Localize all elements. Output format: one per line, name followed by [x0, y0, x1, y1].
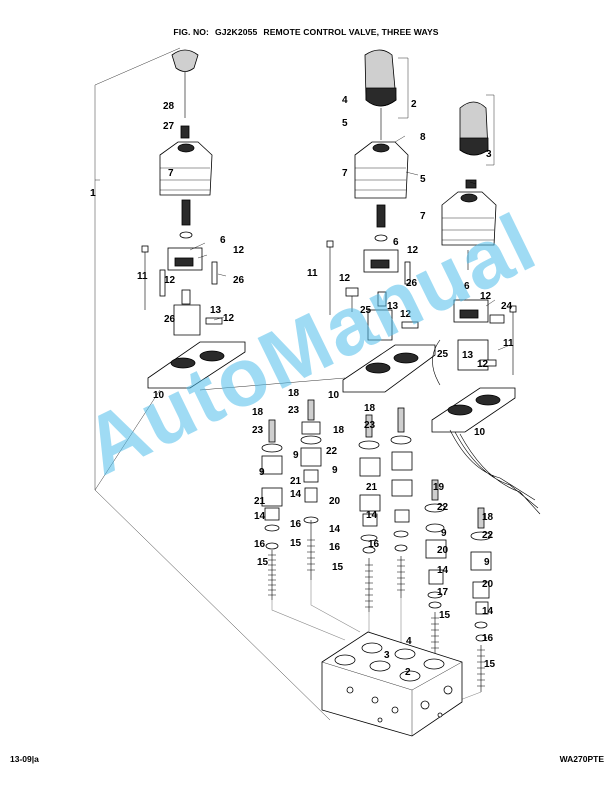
callout-11: 11 [503, 338, 514, 349]
callout-9: 9 [259, 467, 265, 478]
callout-2: 2 [405, 667, 411, 678]
figure-header: FIG. NO: GJ2K2055 REMOTE CONTROL VALVE, TH… [0, 27, 612, 37]
callout-labels: 1 28 27 7 6 12 11 12 26 26 13 12 10 4 2 … [90, 95, 514, 678]
fig-label: FIG. NO: [173, 27, 210, 37]
callout-6: 6 [393, 237, 399, 248]
callout-9: 9 [484, 557, 490, 568]
callout-12: 12 [400, 309, 412, 320]
footer-page-code: 13-09|a [10, 754, 39, 764]
callout-21: 21 [290, 476, 302, 487]
callout-15: 15 [290, 538, 302, 549]
valve-cartridge-columns [261, 399, 492, 692]
callout-7: 7 [342, 168, 348, 179]
callout-12: 12 [164, 275, 176, 286]
callout-21: 21 [366, 482, 378, 493]
callout-9: 9 [293, 450, 299, 461]
callout-15: 15 [484, 659, 496, 670]
callout-12: 12 [223, 313, 235, 324]
callout-18: 18 [252, 407, 264, 418]
callout-12: 12 [477, 359, 489, 370]
callout-10: 10 [328, 390, 340, 401]
figure-title: REMOTE CONTROL VALVE, THREE WAYS [263, 27, 439, 37]
callout-6: 6 [220, 235, 226, 246]
callout-7: 7 [420, 211, 426, 222]
callout-14: 14 [437, 565, 449, 576]
callout-26: 26 [164, 314, 176, 325]
callout-8: 8 [420, 132, 426, 143]
callout-18: 18 [364, 403, 376, 414]
callout-15: 15 [332, 562, 344, 573]
footer-model-code: WA270PTE [559, 754, 604, 764]
leader-lines [189, 135, 511, 351]
callout-12: 12 [339, 273, 351, 284]
callout-22: 22 [326, 446, 338, 457]
callout-3: 3 [384, 650, 390, 661]
callout-16: 16 [254, 539, 266, 550]
callout-10: 10 [474, 427, 486, 438]
callout-24: 24 [501, 301, 513, 312]
callout-28: 28 [163, 101, 175, 112]
callout-20: 20 [437, 545, 449, 556]
callout-11: 11 [307, 268, 318, 279]
callout-9: 9 [332, 465, 338, 476]
callout-20: 20 [329, 496, 341, 507]
callout-26: 26 [406, 278, 418, 289]
callout-14: 14 [366, 510, 378, 521]
callout-23: 23 [252, 425, 264, 436]
callout-25: 25 [437, 349, 449, 360]
callout-14: 14 [482, 606, 494, 617]
callout-15: 15 [257, 557, 269, 568]
callout-23: 23 [364, 420, 376, 431]
callout-12: 12 [407, 245, 419, 256]
callout-14: 14 [329, 524, 341, 535]
callout-5: 5 [420, 174, 426, 185]
assembly-bracket-lines [94, 47, 331, 721]
callout-12: 12 [233, 245, 245, 256]
callout-18: 18 [288, 388, 300, 399]
callout-16: 16 [482, 633, 494, 644]
callout-22: 22 [482, 530, 494, 541]
callout-16: 16 [329, 542, 341, 553]
callout-23: 23 [288, 405, 300, 416]
callout-12: 12 [480, 291, 492, 302]
callout-13: 13 [462, 350, 474, 361]
callout-18: 18 [333, 425, 345, 436]
callout-18: 18 [482, 512, 494, 523]
callout-9: 9 [441, 528, 447, 539]
left-lever-assembly [94, 49, 246, 491]
callout-15: 15 [439, 610, 451, 621]
valve-body [321, 631, 463, 737]
callout-21: 21 [254, 496, 266, 507]
callout-22: 22 [437, 502, 449, 513]
callout-13: 13 [387, 301, 399, 312]
callout-4: 4 [342, 95, 348, 106]
callout-26: 26 [233, 275, 245, 286]
callout-2: 2 [411, 99, 417, 110]
callout-1: 1 [90, 187, 96, 199]
callout-10: 10 [153, 390, 165, 401]
callout-5: 5 [342, 118, 348, 129]
callout-14: 14 [290, 489, 302, 500]
callout-3: 3 [486, 149, 492, 160]
callout-27: 27 [163, 121, 175, 132]
center-lever-assembly [199, 49, 436, 393]
callout-4: 4 [406, 636, 412, 647]
callout-19: 19 [433, 482, 445, 493]
callout-11: 11 [137, 271, 148, 282]
fig-number: GJ2K2055 [215, 27, 258, 37]
callout-6: 6 [464, 281, 470, 292]
callout-7: 7 [168, 168, 174, 179]
callout-16: 16 [368, 539, 380, 550]
callout-16: 16 [290, 519, 302, 530]
callout-17: 17 [437, 587, 449, 598]
callout-14: 14 [254, 511, 266, 522]
callout-25: 25 [360, 305, 372, 316]
callout-20: 20 [482, 579, 494, 590]
callout-13: 13 [210, 305, 222, 316]
right-lever-assembly [431, 94, 541, 515]
